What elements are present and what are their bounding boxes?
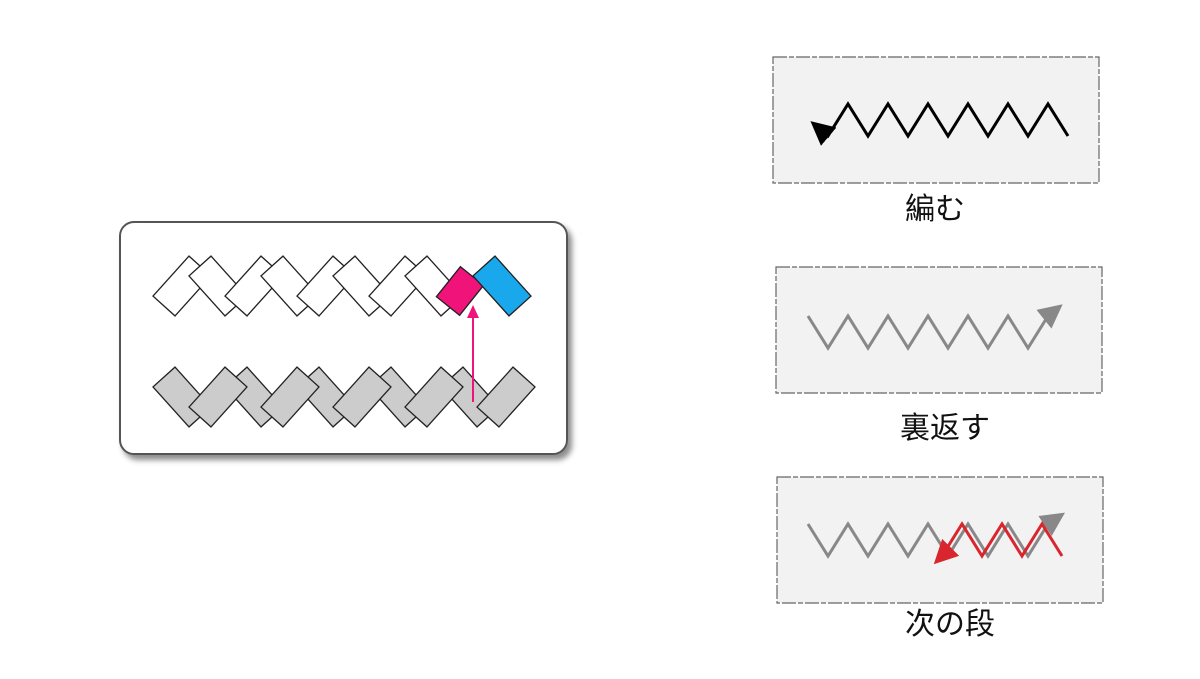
next-row-red-line (933, 521, 1064, 565)
zigzag-block (476, 366, 536, 428)
step-label-next-row: 次の段 (905, 607, 995, 642)
step-label-knit: 編む (905, 192, 965, 227)
knit-zigzag-line (810, 101, 1070, 146)
highlight-block-blue (472, 255, 532, 317)
step-panel-knit (772, 56, 1100, 184)
zigzag-block (188, 366, 248, 428)
step-label-turn: 裏返す (900, 411, 990, 446)
top-zigzag-row (152, 255, 532, 317)
pink-arrow-head (467, 305, 479, 318)
turn-zigzag-line (806, 304, 1063, 351)
bottom-zigzag-row (152, 366, 536, 428)
zigzag-block (332, 366, 392, 428)
highlight-block-pink (435, 265, 485, 317)
step-panel-next-row (776, 476, 1104, 604)
zigzag-block (404, 366, 464, 428)
zigzag-block (260, 366, 320, 428)
step-panel-turn (775, 266, 1103, 394)
